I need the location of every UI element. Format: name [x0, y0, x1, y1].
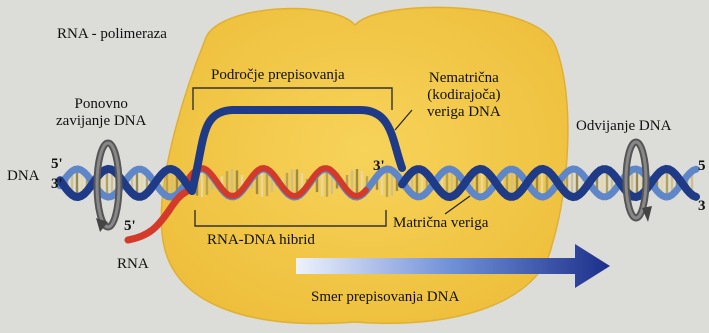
unwinding-rotation-icon: [626, 142, 652, 222]
rna-5prime: 5': [124, 218, 136, 235]
coding-strand-line-3: veriga DNA: [427, 104, 501, 121]
coding-strand-line-1: Nematrična: [427, 70, 501, 87]
rna-3prime: 3': [373, 158, 385, 175]
direction-label: Smer prepisovanja DNA: [311, 289, 459, 306]
dna-3prime-right: 3: [698, 198, 706, 215]
unwinding-label: Odvijanje DNA: [576, 118, 671, 135]
transcription-region-label: Področje prepisovanja: [211, 67, 345, 84]
dna-label: DNA: [7, 168, 40, 185]
coding-strand-line-2: (kodirajoča): [427, 87, 501, 104]
rewinding-label: Ponovno zavijanje DNA: [56, 96, 146, 130]
dna-3prime-left: 3': [51, 176, 63, 193]
dna-5prime-left: 5': [51, 156, 63, 173]
coding-strand-label: Nematrična (kodirajoča) veriga DNA: [427, 70, 501, 121]
rewinding-line-1: Ponovno: [56, 96, 146, 113]
rna-polymerase-body: [161, 7, 568, 323]
dna-5prime-right: 5: [698, 158, 706, 175]
rna-label: RNA: [117, 256, 149, 273]
rna-polymerase-label: RNA - polimeraza: [57, 26, 167, 43]
hybrid-label: RNA-DNA hibrid: [207, 232, 315, 249]
template-strand-label: Matrična veriga: [393, 215, 488, 232]
rewinding-line-2: zavijanje DNA: [56, 113, 146, 130]
